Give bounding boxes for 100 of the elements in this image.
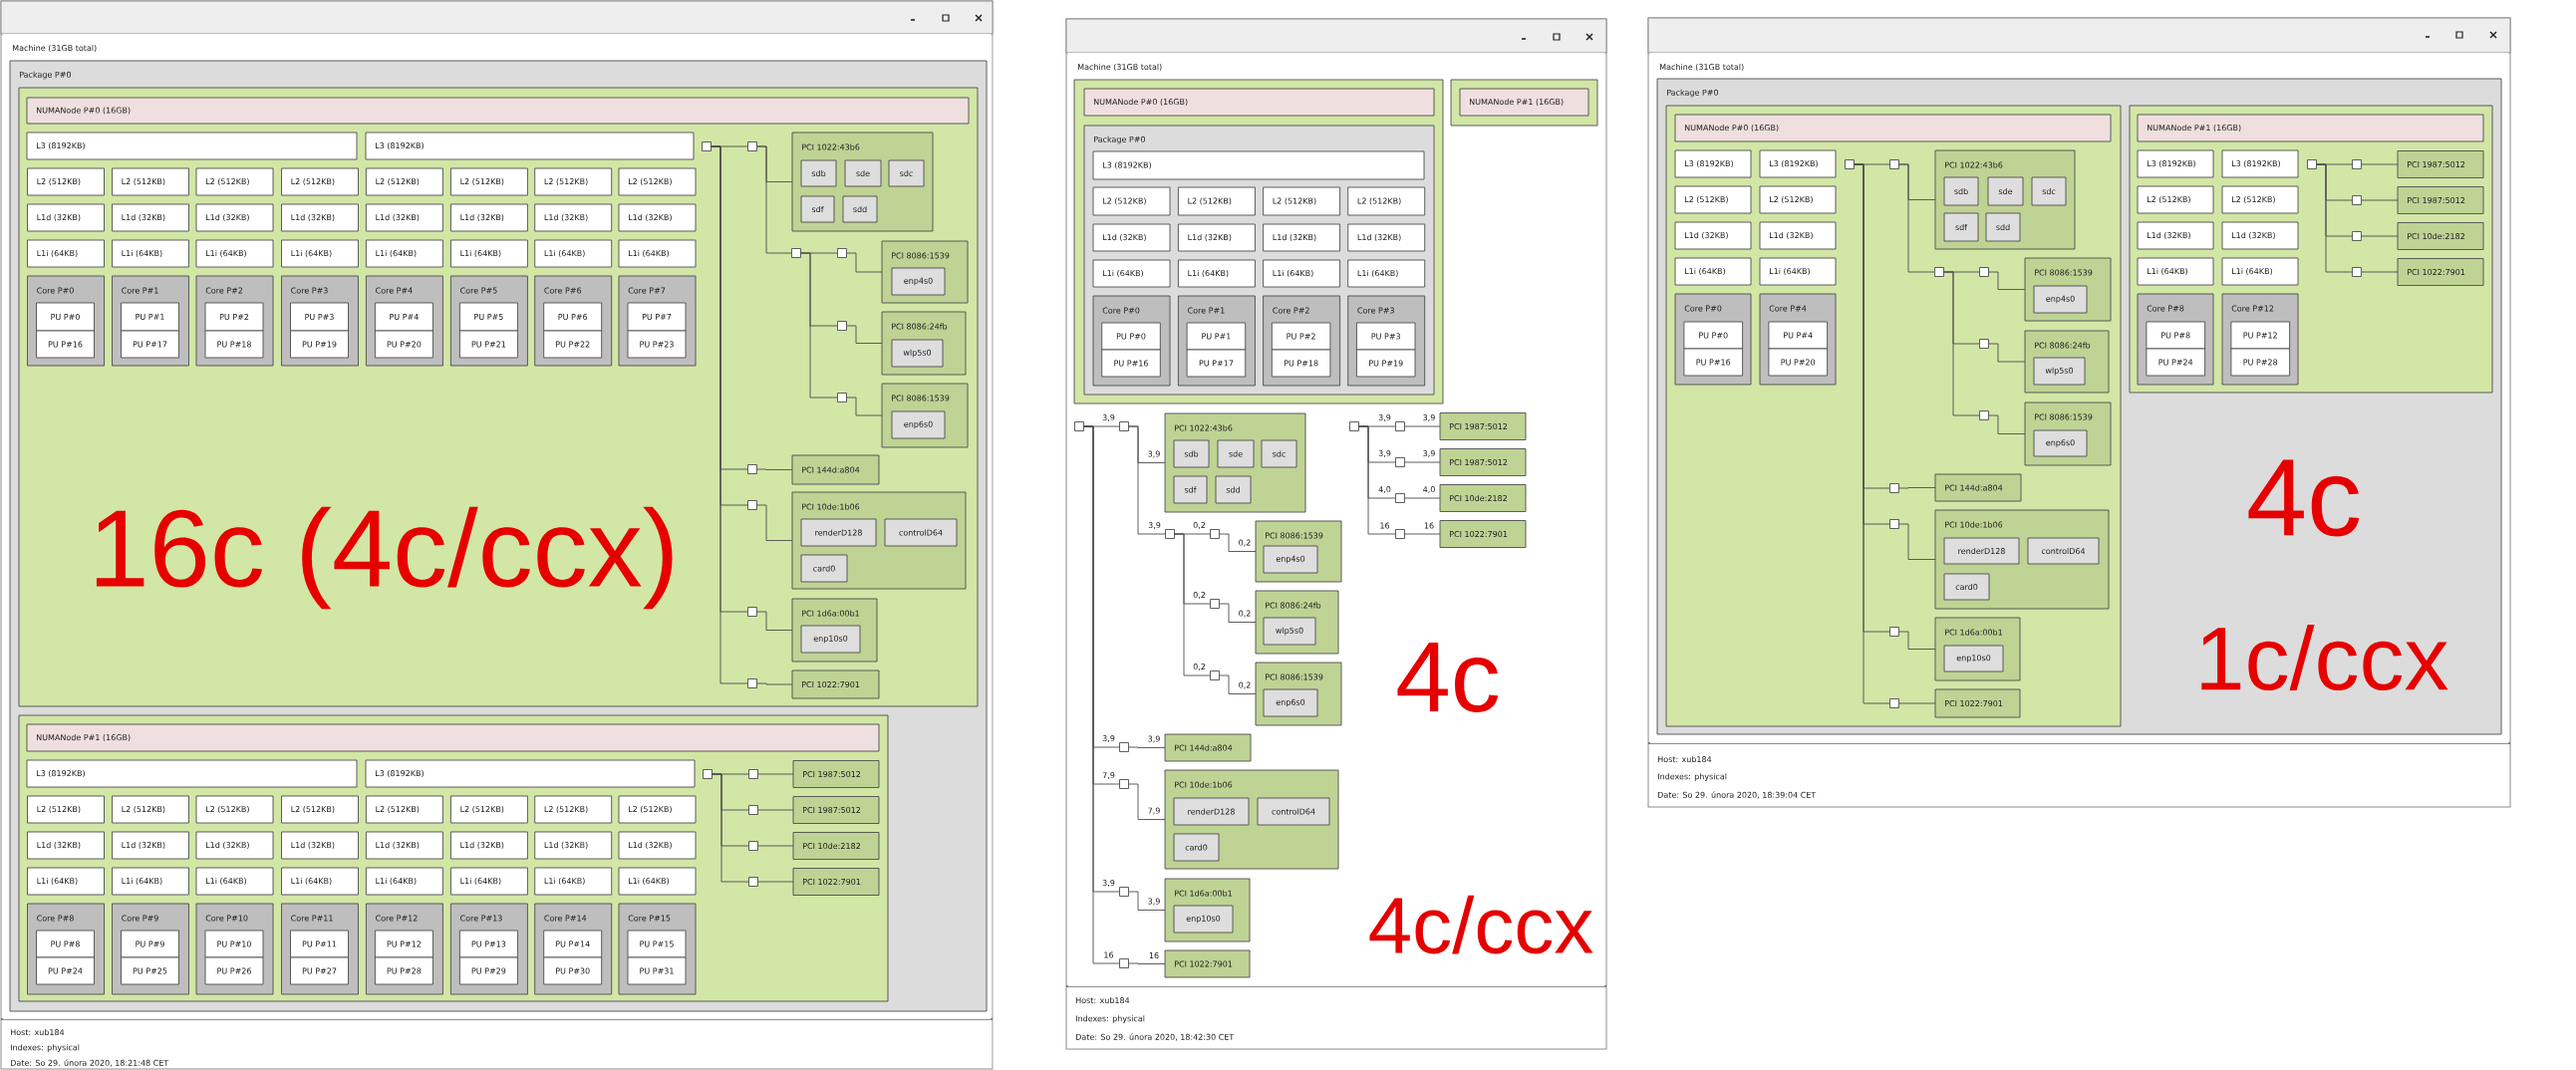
pu-box: PU P#24 bbox=[36, 956, 95, 985]
os-device-box: enp4s0 bbox=[891, 267, 946, 296]
numa-node-bar: NUMANode P#1 (16GB) bbox=[2137, 114, 2484, 142]
pu-box: PU P#1 bbox=[121, 302, 179, 332]
edge-label: 3,9 bbox=[1422, 449, 1436, 458]
cache-box: L3 (8192KB) bbox=[365, 759, 696, 788]
edge-label: 3,9 bbox=[1422, 413, 1436, 422]
pu-box: PU P#18 bbox=[204, 330, 264, 359]
os-device-box: wlp5s0 bbox=[1263, 617, 1316, 646]
pci-device-box: PCI 1987:5012 bbox=[2397, 186, 2484, 214]
pu-box: PU P#23 bbox=[627, 330, 687, 359]
pu-box: PU P#17 bbox=[1186, 349, 1247, 378]
bridge-square bbox=[1889, 159, 1899, 169]
pu-box: PU P#16 bbox=[36, 330, 95, 359]
cache-box: L2 (512KB) bbox=[112, 795, 189, 824]
bridge-square bbox=[837, 393, 847, 402]
os-device-box: card0 bbox=[1943, 573, 1990, 601]
cache-box: L1d (32KB) bbox=[365, 203, 443, 232]
handwritten-note: 4c bbox=[2248, 459, 2360, 537]
cache-box: L1i (64KB) bbox=[534, 867, 613, 896]
pu-box: PU P#17 bbox=[121, 330, 179, 359]
pu-box: PU P#20 bbox=[374, 330, 433, 359]
cache-box: L1d (32KB) bbox=[2137, 221, 2214, 250]
pci-link-line bbox=[1988, 343, 2026, 363]
pu-box: PU P#3 bbox=[1355, 322, 1416, 351]
edge-label: 0,2 bbox=[1192, 591, 1207, 600]
pu-box: PU P#28 bbox=[374, 956, 433, 985]
pci-device-box: PCI 10de:2182 bbox=[792, 832, 880, 860]
pu-box: PU P#21 bbox=[458, 330, 518, 359]
pci-link-line bbox=[1219, 674, 1257, 694]
cache-box: L2 (512KB) bbox=[2221, 185, 2299, 214]
pu-box: PU P#7 bbox=[627, 302, 687, 332]
numa-node-bar: NUMANode P#1 (16GB) bbox=[26, 723, 880, 752]
cache-box: L2 (512KB) bbox=[618, 795, 697, 824]
pci-link-line bbox=[1898, 487, 1936, 489]
numa-node-bar: NUMANode P#0 (16GB) bbox=[1674, 114, 2112, 142]
bridge-square bbox=[791, 248, 801, 258]
cache-box: L1d (32KB) bbox=[195, 831, 274, 860]
pci-link-line bbox=[1128, 783, 1166, 820]
cache-box: L1d (32KB) bbox=[1674, 221, 1752, 250]
pci-device-box: PCI 1022:7901 bbox=[791, 669, 880, 699]
pu-box: PU P#31 bbox=[627, 956, 687, 985]
cache-box: L3 (8192KB) bbox=[26, 132, 358, 160]
pci-link-line bbox=[800, 252, 838, 399]
pci-link-line bbox=[757, 881, 794, 883]
bridge-square bbox=[747, 500, 757, 510]
bridge-square bbox=[1119, 421, 1129, 431]
bridge-square bbox=[1210, 670, 1220, 680]
bridge-square bbox=[2352, 195, 2362, 205]
cache-box: L1i (64KB) bbox=[1263, 259, 1341, 288]
bridge-square bbox=[1119, 779, 1129, 789]
bridge-square bbox=[747, 678, 757, 688]
pci-link-line bbox=[1898, 163, 1935, 273]
handwritten-note: 16c (4c/ccx) bbox=[96, 506, 673, 610]
cache-box: L3 (8192KB) bbox=[2137, 149, 2214, 178]
cache-box: L2 (512KB) bbox=[1347, 186, 1426, 216]
cache-box: L1i (64KB) bbox=[112, 867, 189, 896]
pu-box: PU P#19 bbox=[1355, 349, 1416, 378]
pu-box: PU P#2 bbox=[1271, 322, 1331, 351]
pci-link-line bbox=[756, 145, 792, 254]
footer-text: Indexes: physical bbox=[1658, 773, 1727, 781]
cache-box: L3 (8192KB) bbox=[365, 132, 695, 160]
edge-label: 3,9 bbox=[1147, 521, 1162, 530]
pci-link-line bbox=[757, 773, 794, 775]
os-device-box: sde bbox=[1987, 176, 2024, 206]
cache-box: L2 (512KB) bbox=[27, 167, 105, 196]
pci-link-line bbox=[1988, 271, 2026, 290]
os-device-box: enp10s0 bbox=[1173, 905, 1234, 934]
pu-box: PU P#24 bbox=[2146, 348, 2206, 377]
cache-box: L2 (512KB) bbox=[195, 795, 274, 824]
bridge-square bbox=[1395, 529, 1405, 539]
bridge-square bbox=[1934, 267, 1944, 277]
pci-device-box: PCI 1022:7901 bbox=[2397, 258, 2484, 286]
pci-device-box: PCI 1987:5012 bbox=[792, 796, 880, 824]
cache-box: L2 (512KB) bbox=[618, 167, 697, 196]
pu-box: PU P#10 bbox=[204, 930, 264, 958]
pci-link-line bbox=[756, 504, 793, 541]
pu-box: PU P#15 bbox=[627, 930, 687, 958]
os-device-box: controlD64 bbox=[2027, 537, 2100, 565]
os-device-box: renderD128 bbox=[1943, 537, 2020, 565]
cache-box: L1i (64KB) bbox=[2221, 257, 2299, 286]
pci-device-box: PCI 1987:5012 bbox=[1439, 412, 1527, 440]
pci-link-line bbox=[1898, 631, 1936, 650]
bridge-square bbox=[2352, 267, 2362, 277]
cache-box: L1i (64KB) bbox=[618, 867, 697, 896]
edge-label: 3,9 bbox=[1377, 413, 1392, 422]
pci-device-box: PCI 1022:7901 bbox=[1934, 688, 2021, 718]
pci-link-line bbox=[846, 252, 883, 273]
os-device-box: sde bbox=[1217, 439, 1255, 468]
edge-label: 0,2 bbox=[1238, 681, 1252, 690]
os-device-box: renderD128 bbox=[1173, 797, 1250, 826]
bridge-square bbox=[1395, 493, 1405, 503]
edge-label: 16 bbox=[1148, 951, 1160, 959]
bridge-square bbox=[748, 841, 758, 851]
pci-link-line bbox=[1404, 425, 1441, 427]
edge-label: 16 bbox=[1102, 950, 1115, 959]
bridge-square bbox=[1979, 339, 1989, 349]
cache-box: L1i (64KB) bbox=[195, 239, 274, 268]
cache-box: L1d (32KB) bbox=[1263, 223, 1341, 252]
bridge-square bbox=[1889, 483, 1899, 493]
